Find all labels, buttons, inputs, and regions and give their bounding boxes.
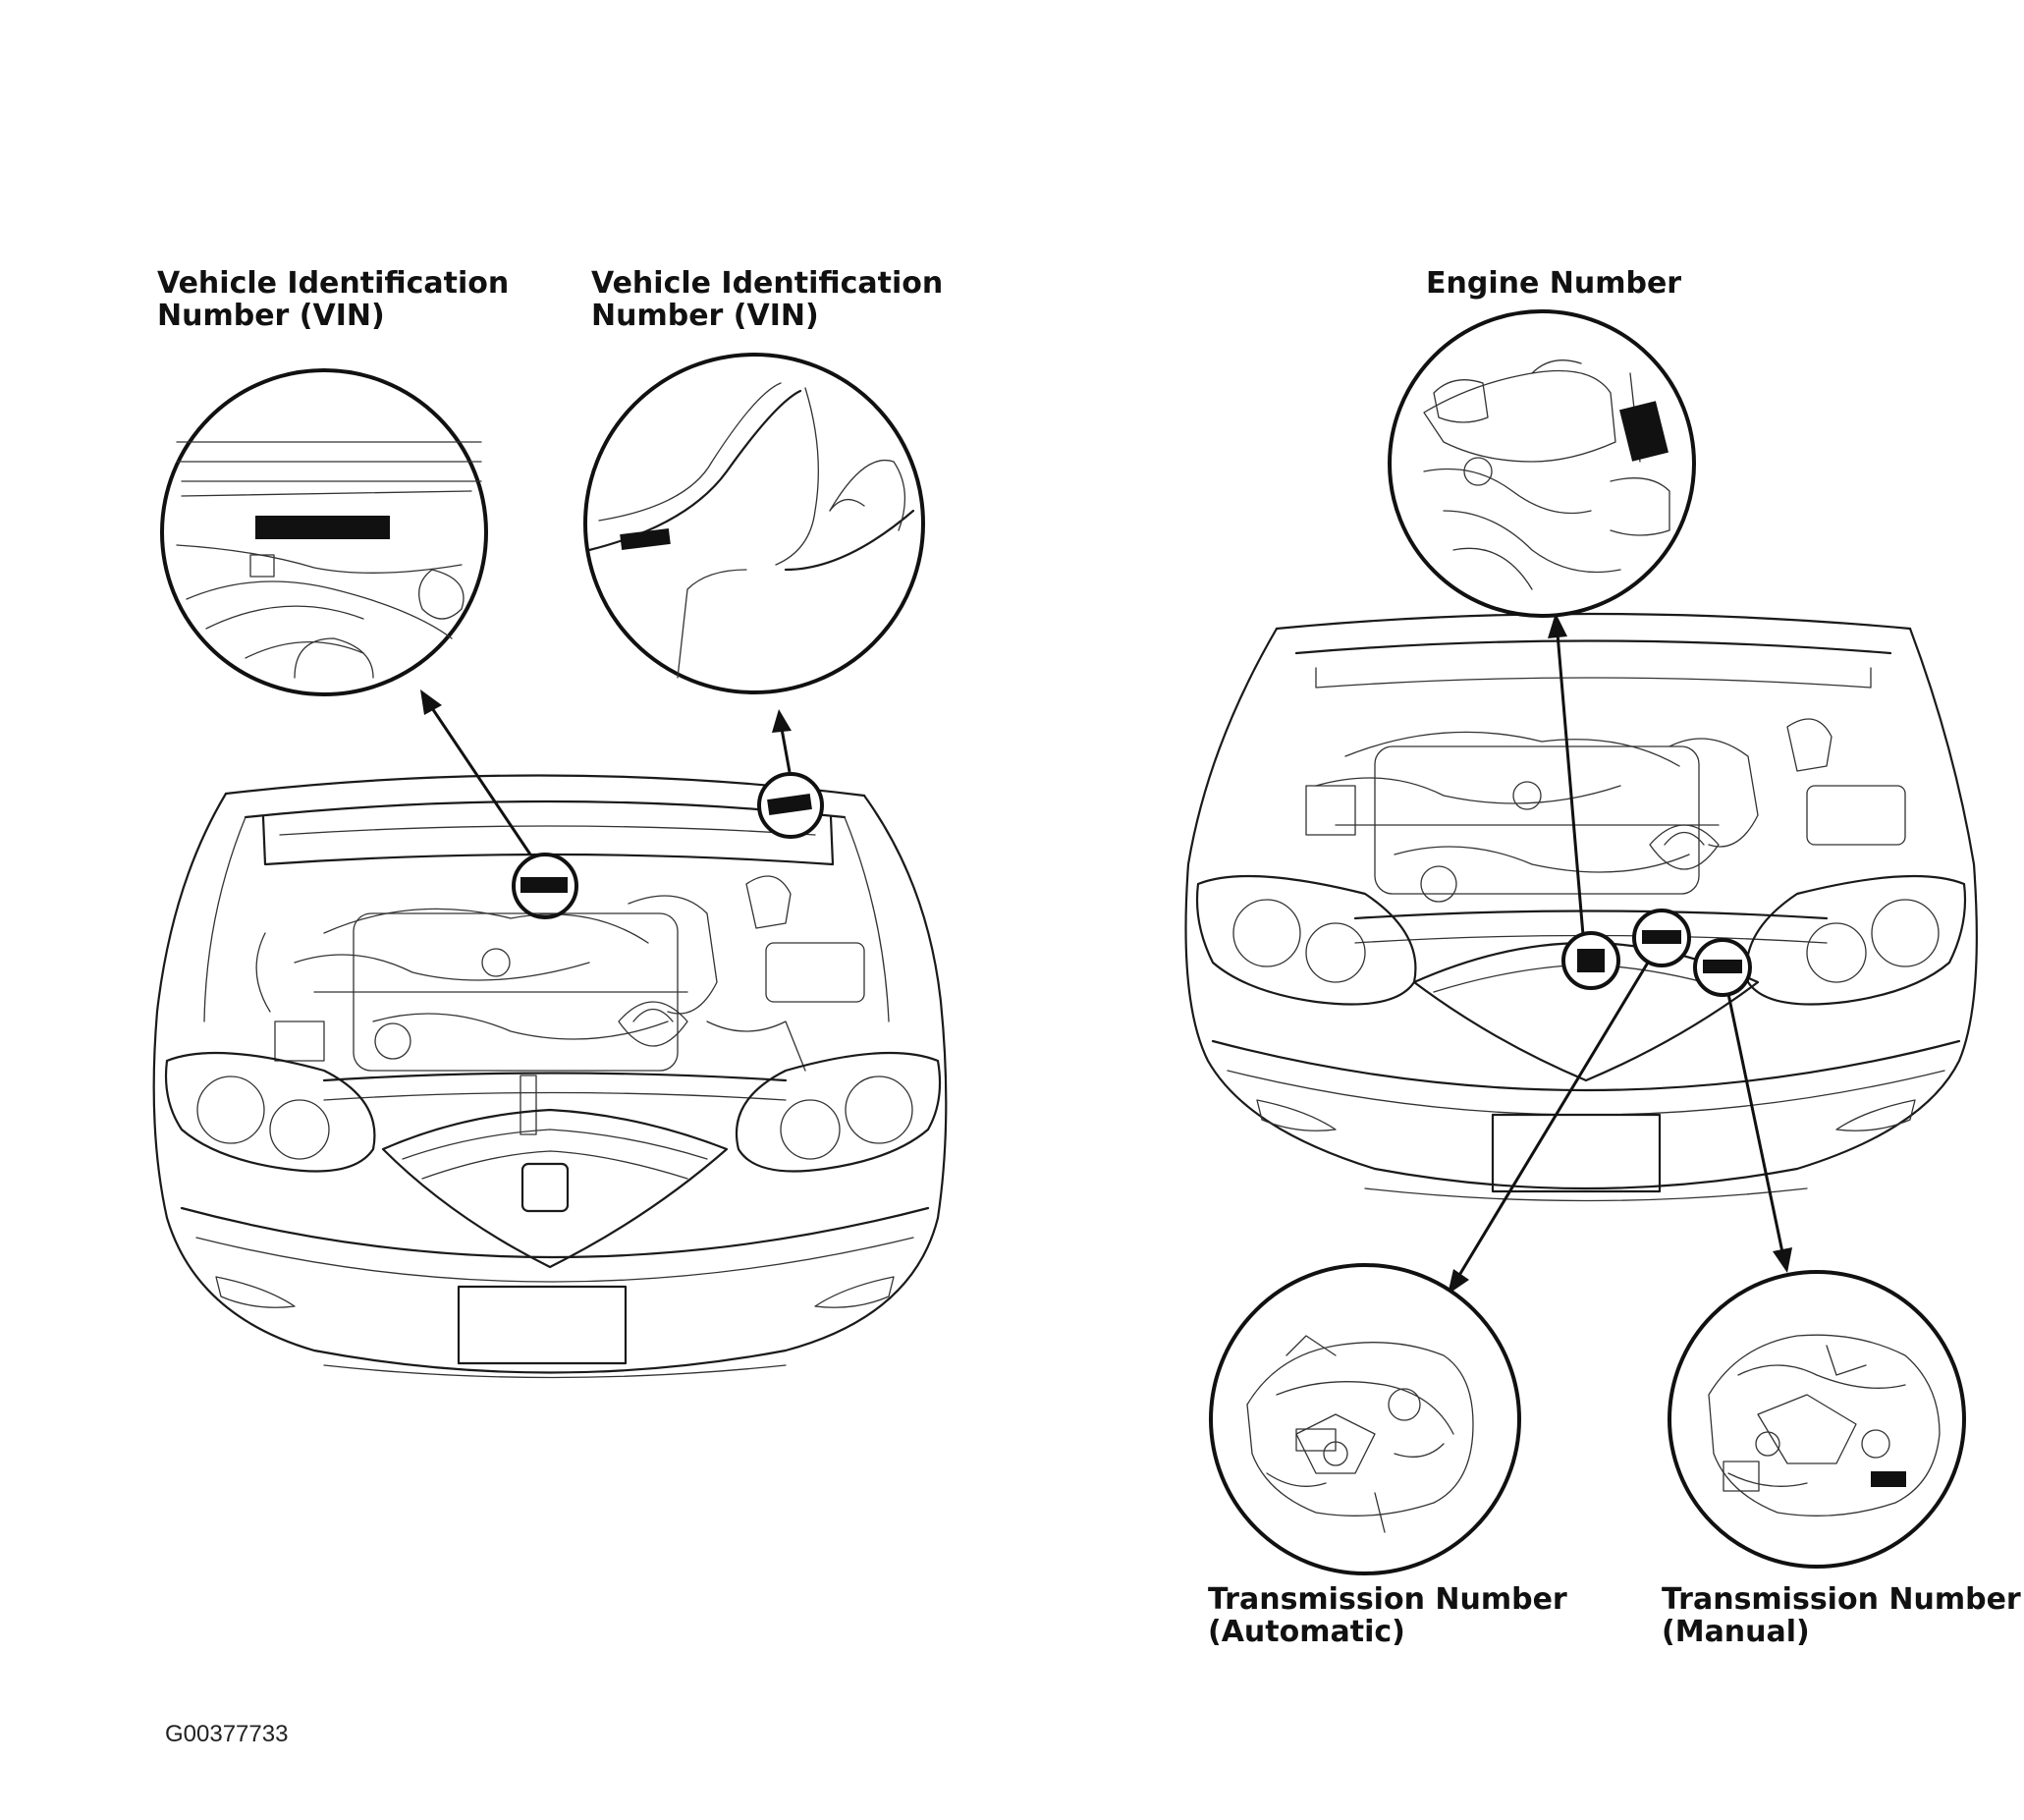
transmission-manual-label-line2: (Manual) <box>1662 1615 1810 1649</box>
transmission-auto-marker <box>1632 909 1691 967</box>
transmission-auto-detail-circle <box>1209 1263 1521 1575</box>
vin-windshield-detail-circle <box>583 353 925 694</box>
engine-number-arrow <box>1548 613 1585 936</box>
vin-engine-bay-label-line1: Vehicle Identification <box>157 266 510 301</box>
vin-engine-arrow <box>420 689 532 855</box>
transmission-automatic-label-line2: (Automatic) <box>1208 1615 1405 1649</box>
vin-engine-detail-circle <box>160 368 488 696</box>
transmission-auto-arrow <box>1448 962 1650 1295</box>
engine-number-label: Engine Number <box>1426 267 1681 300</box>
vin-windshield-marker <box>757 772 824 839</box>
transmission-manual-arrow <box>1726 993 1792 1273</box>
vin-engine-bay-label-line2: Number (VIN) <box>157 299 385 333</box>
engine-number-label-text: Engine Number <box>1426 266 1682 301</box>
vin-engine-bay-label: Vehicle Identification Number (VIN) <box>157 267 509 332</box>
left-car-illustration <box>152 774 948 1379</box>
transmission-manual-marker <box>1693 938 1752 997</box>
transmission-manual-label: Transmission Number (Manual) <box>1662 1583 2021 1648</box>
transmission-automatic-label-line1: Transmission Number <box>1208 1582 1567 1617</box>
vin-windshield-label-line2: Number (VIN) <box>591 299 819 333</box>
vin-windshield-arrow <box>772 709 792 773</box>
vin-windshield-label-line1: Vehicle Identification <box>591 266 944 301</box>
transmission-manual-detail-circle <box>1668 1270 1966 1569</box>
figure-code: G00377733 <box>165 1721 289 1747</box>
right-car-illustration <box>1184 612 1978 1202</box>
transmission-manual-label-line1: Transmission Number <box>1662 1582 2021 1617</box>
engine-number-marker <box>1561 931 1620 990</box>
transmission-automatic-label: Transmission Number (Automatic) <box>1208 1583 1567 1648</box>
engine-number-detail-circle <box>1388 309 1696 618</box>
vin-engine-marker <box>512 853 578 919</box>
vin-windshield-label: Vehicle Identification Number (VIN) <box>591 267 943 332</box>
